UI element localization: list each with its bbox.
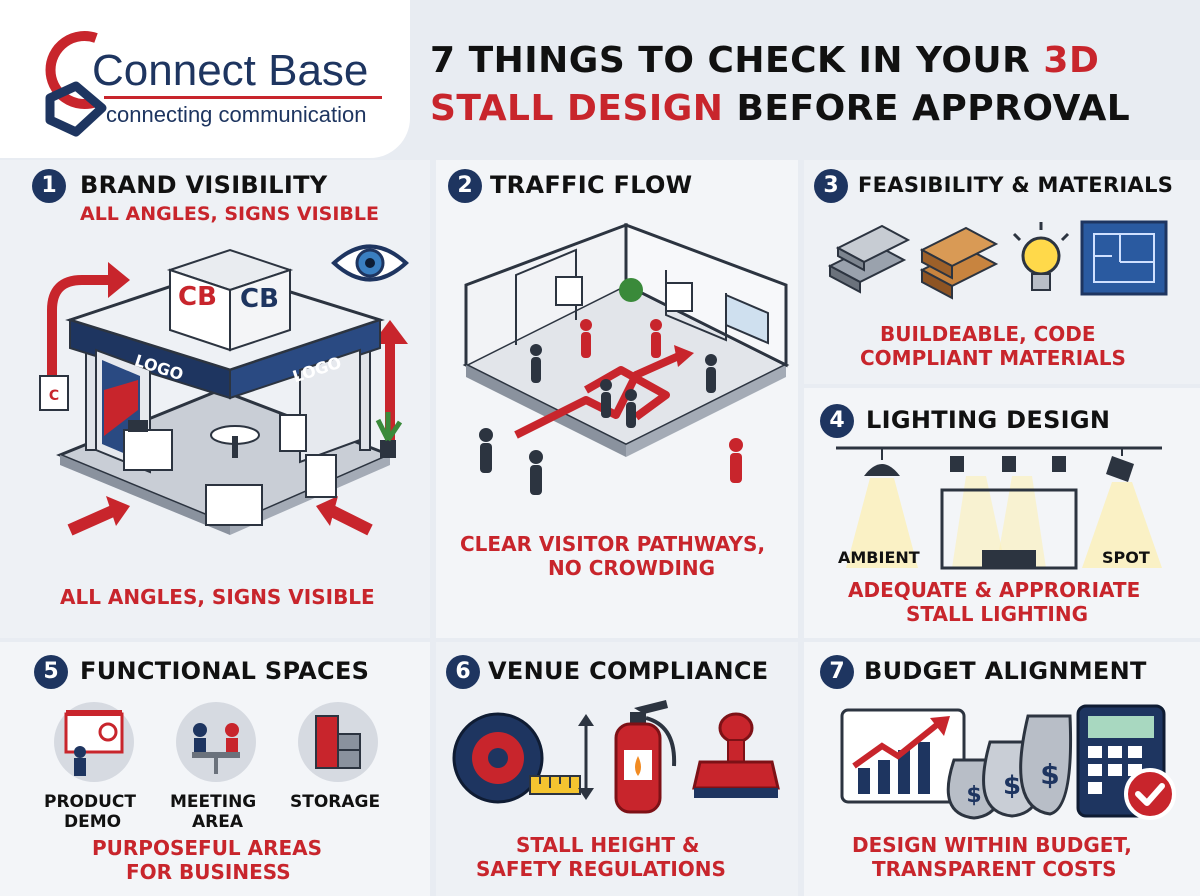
svg-text:$: $ [1040, 758, 1059, 791]
brand-name: Connect Base [92, 46, 369, 95]
svg-text:$: $ [966, 783, 981, 808]
booth-logo-2: CB [240, 284, 279, 314]
section-3-caption-1: BUILDEABLE, CODE [880, 322, 1096, 346]
check-icon [1124, 768, 1176, 820]
space-label-2b: AREA [192, 812, 244, 832]
lighting-label-spot: SPOT [1102, 548, 1150, 567]
page-title-line2: STALL DESIGN BEFORE APPROVAL [430, 88, 1130, 129]
section-2-caption-2: NO CROWDING [548, 556, 716, 580]
booth-icon: C [39, 248, 408, 536]
section-4-caption-2: STALL LIGHTING [906, 602, 1089, 626]
section-1-caption: ALL ANGLES, SIGNS VISIBLE [60, 585, 375, 609]
booth-logo-1: CB [178, 282, 217, 312]
blueprint-icon [1080, 220, 1168, 296]
spotlight-icon [836, 446, 1162, 570]
eye-icon [331, 244, 409, 282]
section-3-number: 3 [814, 169, 848, 203]
section-6-title: VENUE COMPLIANCE [488, 657, 769, 685]
floorplan-icon [462, 222, 790, 495]
page-title-line1: 7 THINGS TO CHECK IN YOUR 3D [430, 40, 1099, 81]
lightbulb-icon [1012, 222, 1070, 291]
section-5-number: 5 [34, 655, 68, 689]
section-4-number: 4 [820, 404, 854, 438]
title-part-1: 7 THINGS TO CHECK IN YOUR [430, 40, 1044, 81]
section-6-number: 6 [446, 655, 480, 689]
section-4-title: LIGHTING DESIGN [866, 406, 1111, 434]
meeting-icon [176, 702, 256, 782]
brand-tagline: connecting communication [106, 102, 367, 127]
lighting-label-ambient: AMBIENT [838, 548, 920, 567]
space-label-3a: STORAGE [290, 792, 381, 812]
section-2-caption-1: CLEAR VISITOR PATHWAYS, [460, 532, 766, 556]
section-2-title: TRAFFIC FLOW [490, 171, 693, 199]
height-arrow-icon [578, 714, 594, 800]
section-5-caption-1: PURPOSEFUL AREAS [92, 836, 323, 860]
section-6-caption-1: STALL HEIGHT & [516, 833, 700, 857]
section-6-caption-2: SAFETY REGULATIONS [476, 857, 726, 881]
section-7-title: BUDGET ALIGNMENT [864, 657, 1147, 685]
fire-extinguisher-icon [614, 700, 677, 814]
section-4-caption-1: ADEQUATE & APPRORIATE [848, 578, 1141, 602]
section-2-number: 2 [448, 169, 482, 203]
section-7-number: 7 [820, 655, 854, 689]
growth-chart-icon [840, 708, 966, 804]
wood-icon [919, 226, 999, 300]
space-label-1b: DEMO [64, 812, 122, 832]
money-bag-icon: $ $ $ [946, 714, 1073, 820]
svg-text:$: $ [1003, 771, 1021, 801]
space-label-1a: PRODUCT [44, 792, 136, 812]
section-5-title: FUNCTIONAL SPACES [80, 657, 370, 685]
section-1-subtitle: ALL ANGLES, SIGNS VISIBLE [80, 203, 379, 225]
section-3-caption-2: COMPLIANT MATERIALS [860, 346, 1126, 370]
metal-sheet-icon [827, 224, 911, 294]
section-1-number: 1 [32, 169, 66, 203]
section-5-caption-2: FOR BUSINESS [126, 860, 291, 884]
title-highlight-3d: 3D [1043, 40, 1100, 81]
presentation-icon [54, 702, 134, 782]
section-7-caption-1: DESIGN WITHIN BUDGET, [852, 833, 1132, 857]
space-label-2a: MEETING [170, 792, 257, 812]
svg-text:C: C [49, 388, 59, 404]
brand-underline [104, 96, 382, 99]
logo-rings-icon [45, 31, 107, 137]
stamp-icon [692, 712, 780, 798]
storage-icon [298, 702, 378, 782]
tape-measure-icon [452, 712, 581, 804]
title-highlight-stall: STALL DESIGN [430, 88, 724, 129]
section-1-title: BRAND VISIBILITY [80, 171, 328, 199]
title-part-2: BEFORE APPROVAL [723, 88, 1131, 129]
section-7-caption-2: TRANSPARENT COSTS [872, 857, 1117, 881]
section-3-title: FEASIBILITY & MATERIALS [858, 173, 1174, 197]
